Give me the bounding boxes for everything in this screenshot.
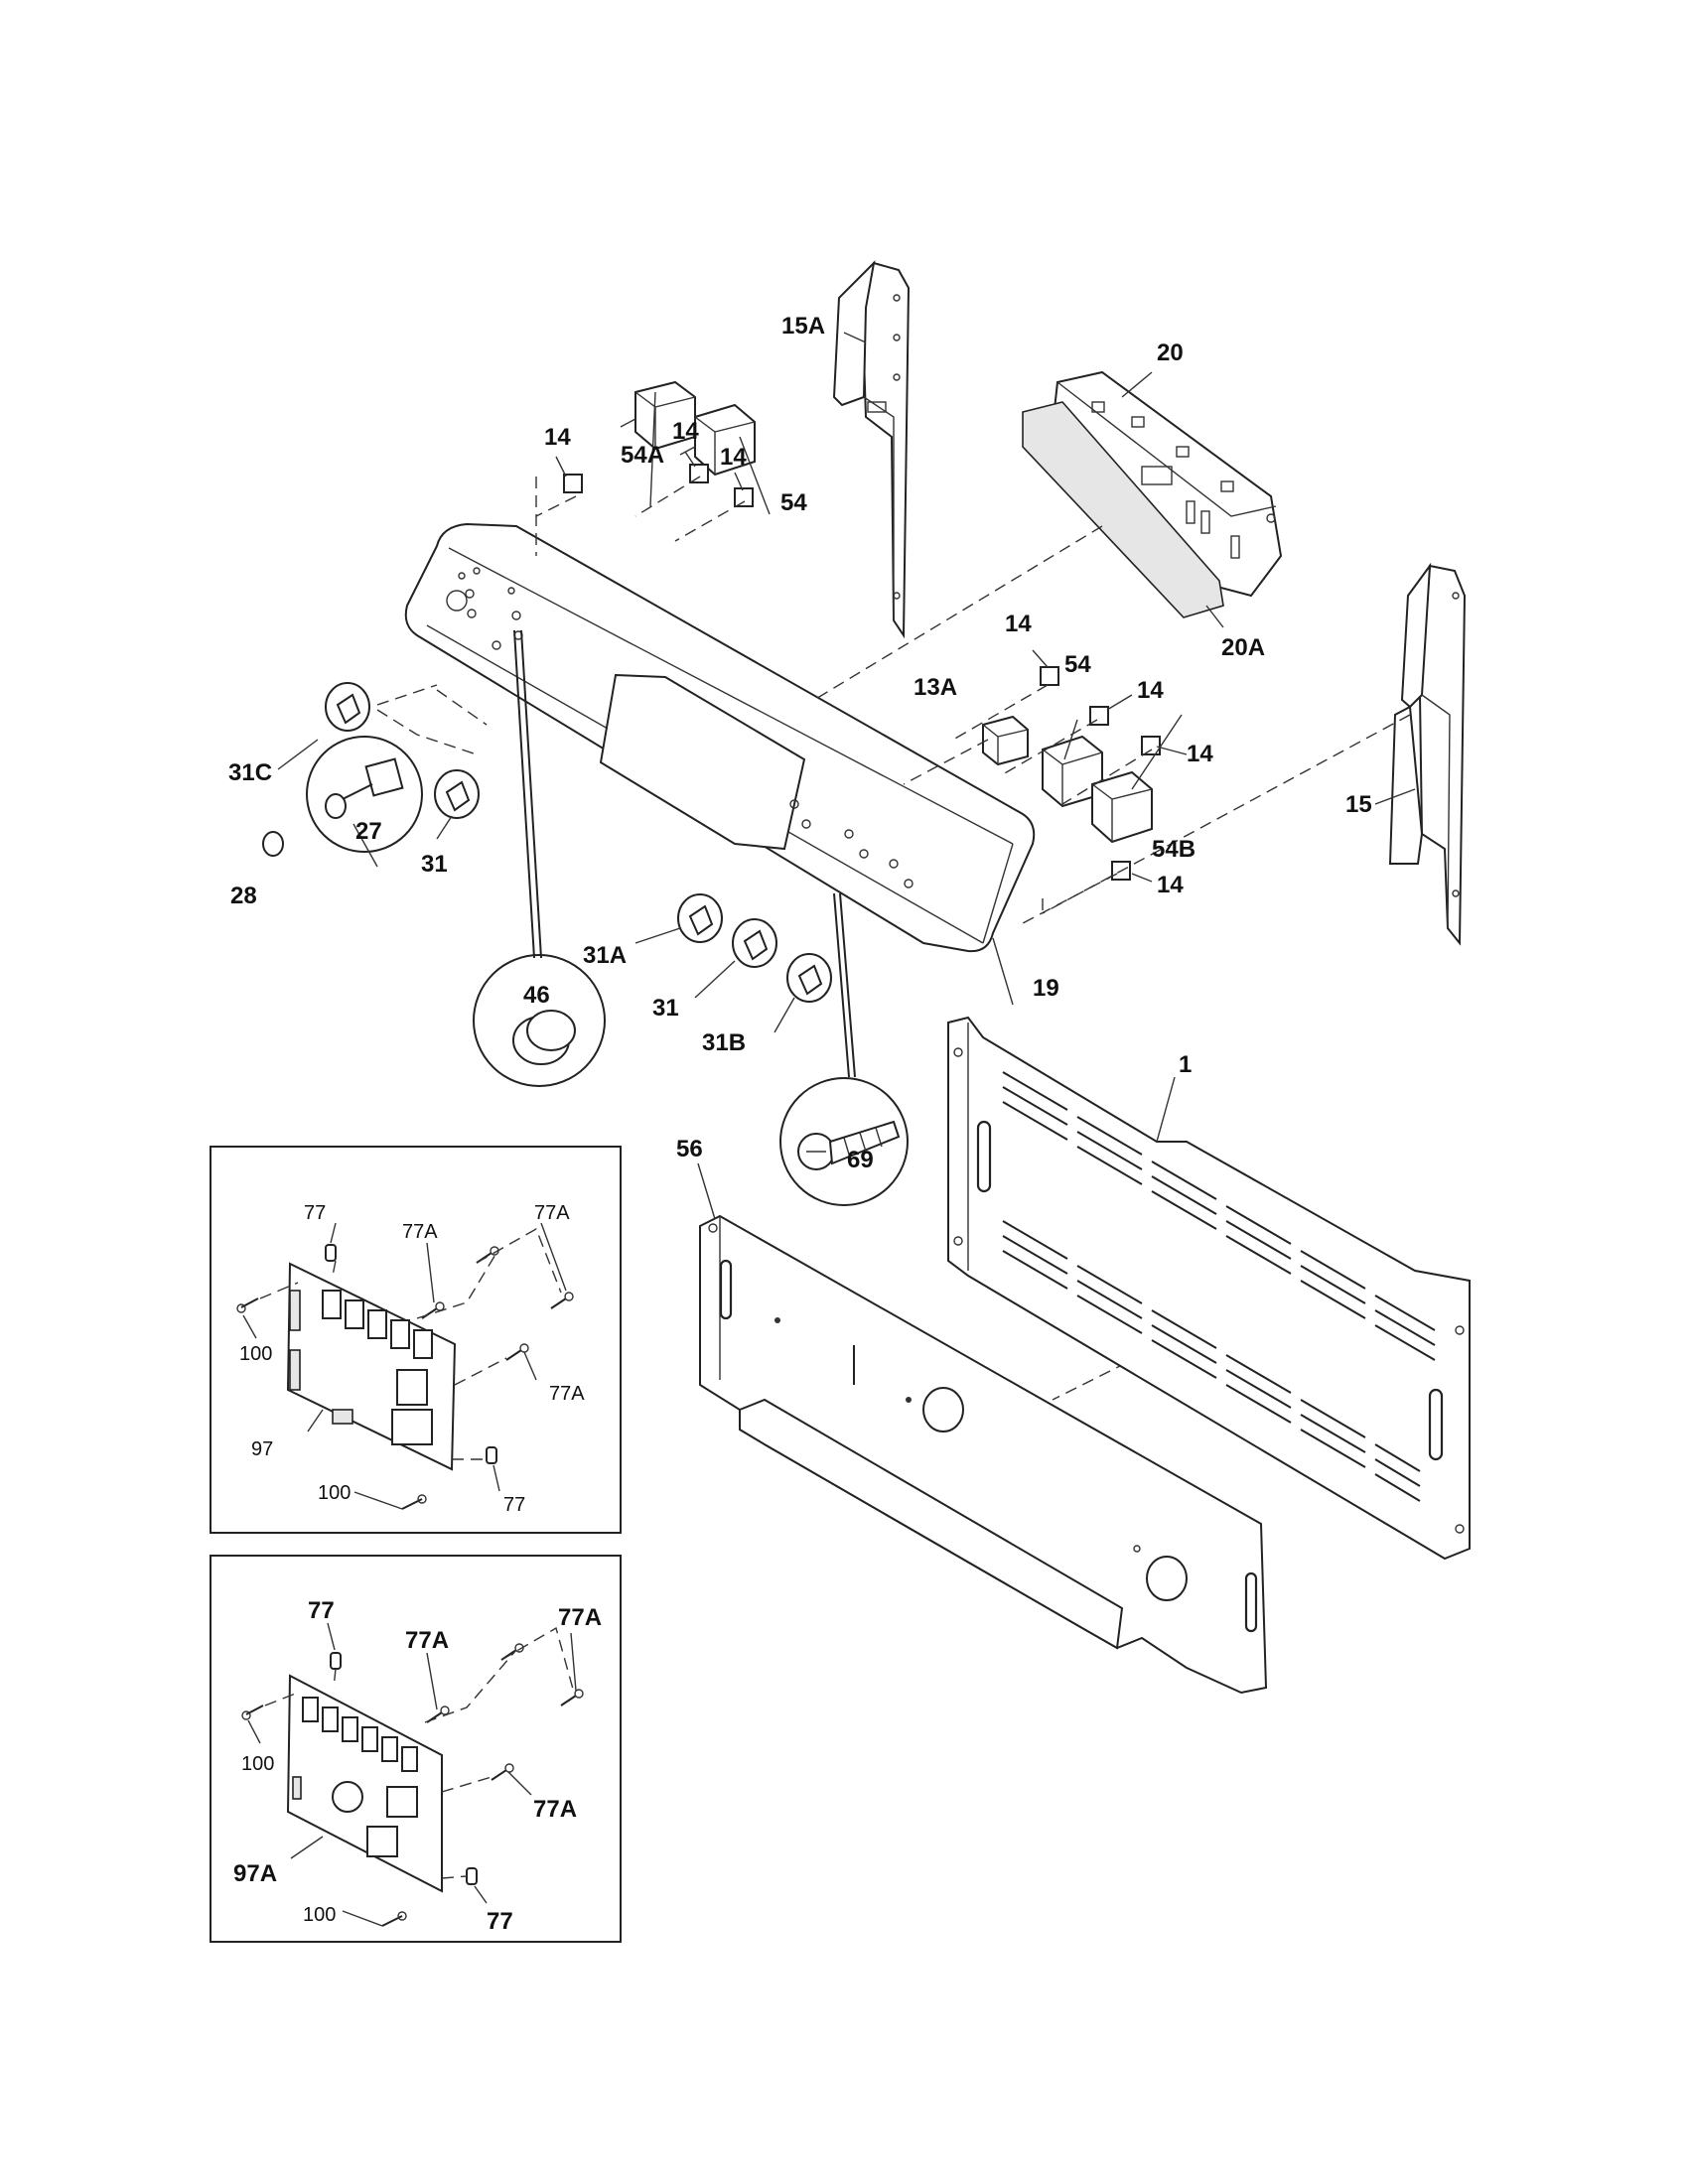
knob-31A[interactable] [677, 893, 723, 943]
inset-box-board-97A [210, 1555, 622, 1943]
label-27: 27 [355, 818, 382, 845]
label-46: 46 [523, 982, 550, 1009]
detail-circle-27 [306, 736, 423, 853]
label-14-b: 14 [672, 418, 699, 445]
screws-100-set-2[interactable] [241, 1705, 407, 1927]
standoffs-77A-set-2[interactable] [426, 1643, 584, 1781]
side-bracket-15A[interactable] [832, 260, 911, 639]
label-19: 19 [1033, 975, 1059, 1002]
label-54A: 54A [621, 442, 664, 469]
knob-31-left[interactable] [434, 769, 480, 819]
label-inset2-100-b: 100 [303, 1904, 336, 1926]
label-20: 20 [1157, 340, 1184, 366]
control-overlay-20A[interactable] [1022, 401, 1224, 618]
label-inset1-77-bottom: 77 [503, 1494, 525, 1516]
knob-31B[interactable] [786, 953, 832, 1003]
label-inset2-77-bottom: 77 [487, 1908, 513, 1935]
spacers-77-set-2[interactable] [330, 1652, 478, 1885]
label-14-d: 14 [1005, 611, 1032, 637]
label-inset1-77A-b: 77A [534, 1202, 570, 1224]
knob-insert-28[interactable] [262, 831, 284, 857]
knob-31-center[interactable] [732, 918, 777, 968]
spacers-77-set-1[interactable] [325, 1244, 497, 1464]
label-14-g: 14 [1157, 872, 1184, 898]
label-31-b: 31 [652, 995, 679, 1022]
label-inset1-100-b: 100 [318, 1482, 351, 1504]
label-inset1-97: 97 [251, 1438, 273, 1460]
control-panel-19[interactable] [404, 522, 1036, 953]
label-inset2-77A-c: 77A [533, 1796, 577, 1823]
switch-13A[interactable] [982, 715, 1029, 766]
label-54B: 54B [1152, 836, 1196, 863]
label-inset1-77-top: 77 [304, 1202, 326, 1224]
callout-labels: 15A 20 20A 15 14 54A 14 14 54 14 54 13A … [228, 313, 1372, 1935]
label-14-a: 14 [544, 424, 571, 451]
label-15A: 15A [781, 313, 825, 340]
screw-69[interactable] [797, 1120, 901, 1170]
label-15: 15 [1345, 791, 1372, 818]
label-54-b: 54 [1064, 651, 1091, 678]
label-69: 69 [847, 1147, 874, 1173]
mounting-panel-56[interactable] [699, 1214, 1268, 1695]
relay-board-97A[interactable] [286, 1674, 443, 1893]
label-31C: 31C [228, 759, 272, 786]
side-bracket-15[interactable] [1388, 562, 1467, 946]
label-31B: 31B [702, 1029, 746, 1056]
label-inset2-97A: 97A [233, 1860, 277, 1887]
screws-100-set-1[interactable] [236, 1297, 427, 1510]
label-28: 28 [230, 883, 257, 909]
label-54-a: 54 [780, 489, 807, 516]
label-inset2-77A-a: 77A [405, 1627, 449, 1654]
switch-54B[interactable] [1091, 770, 1153, 844]
vent-louvers [1002, 1071, 1436, 1502]
spark-switch-27[interactable] [325, 757, 404, 819]
detail-circle-69 [779, 892, 909, 1206]
label-56: 56 [676, 1136, 703, 1162]
label-inset1-77A-a: 77A [402, 1221, 438, 1243]
button-46[interactable] [512, 1010, 576, 1065]
label-inset1-77A-c: 77A [549, 1383, 585, 1405]
detail-circle-46 [473, 629, 606, 1087]
label-inset1-100-a: 100 [239, 1343, 272, 1365]
label-20A: 20A [1221, 634, 1265, 661]
label-1: 1 [1179, 1051, 1192, 1078]
assembly-lines [376, 476, 1411, 1401]
label-leaders [277, 332, 1416, 1220]
inset-box-board-97 [210, 1146, 622, 1534]
knob-31C[interactable] [325, 682, 370, 732]
label-31-a: 31 [421, 851, 448, 878]
label-inset2-77-top: 77 [308, 1597, 335, 1624]
terminal-connector-14-set[interactable] [563, 464, 1161, 881]
label-31A: 31A [583, 942, 627, 969]
label-inset2-100-a: 100 [241, 1753, 274, 1775]
label-14-f: 14 [1187, 741, 1213, 767]
label-14-c: 14 [720, 444, 747, 471]
label-inset2-77A-b: 77A [558, 1604, 602, 1631]
label-13A: 13A [914, 674, 957, 701]
relay-board-97[interactable] [286, 1262, 457, 1471]
switch-54-upper[interactable] [679, 403, 756, 477]
label-14-e: 14 [1137, 677, 1164, 704]
